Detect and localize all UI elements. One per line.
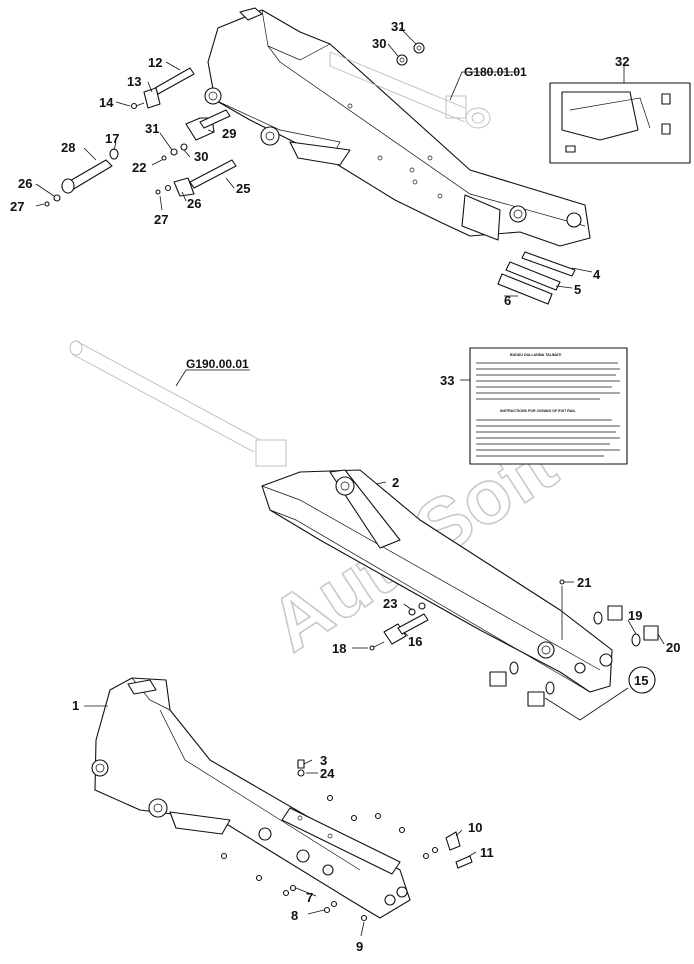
cylinder-g180-ghost bbox=[329, 51, 491, 129]
inset-detail-32 bbox=[549, 82, 691, 164]
callout-30-left: 30 bbox=[194, 149, 208, 164]
callout-12: 12 bbox=[148, 55, 162, 70]
callout-28: 28 bbox=[61, 140, 75, 155]
cylinder-g190-ghost bbox=[69, 340, 287, 467]
callout-17: 17 bbox=[105, 131, 119, 146]
callout-2: 2 bbox=[392, 475, 399, 490]
callout-10: 10 bbox=[468, 820, 482, 835]
assembly-code-g190: G190.00.01 bbox=[186, 357, 249, 371]
instruction-label-33: BUDDU DALLANMA TALIMATI INSTRUCTIONS FOR… bbox=[469, 347, 628, 465]
callout-14: 14 bbox=[99, 95, 114, 110]
callout-9: 9 bbox=[356, 939, 363, 954]
callout-31-top: 31 bbox=[391, 19, 405, 34]
top-loose-parts bbox=[44, 42, 576, 305]
middle-loose-parts bbox=[369, 579, 659, 707]
lower-boom-arm bbox=[91, 677, 411, 919]
bottom-loose-parts bbox=[220, 759, 473, 922]
callout-11: 11 bbox=[480, 845, 494, 860]
callout-30-top: 30 bbox=[372, 36, 386, 51]
callout-25: 25 bbox=[236, 181, 250, 196]
callout-24: 24 bbox=[320, 766, 335, 781]
upper-boom-arm bbox=[204, 7, 591, 247]
bottom-bolt-row bbox=[220, 794, 439, 914]
callout-balloon-15 bbox=[628, 666, 656, 694]
callout-26-mid: 26 bbox=[187, 196, 201, 211]
callout-19: 19 bbox=[628, 608, 642, 623]
assembly-code-g180: G180.01.01 bbox=[464, 65, 527, 79]
callout-8: 8 bbox=[291, 908, 298, 923]
label-heading-2: INSTRUCTIONS FOR JOINING OF EXIT RAIL bbox=[500, 409, 576, 413]
callout-6: 6 bbox=[504, 293, 511, 308]
callout-27-left: 27 bbox=[10, 199, 24, 214]
callout-3: 3 bbox=[320, 753, 327, 768]
callout-labels: 31 30 12 13 14 31 29 17 28 30 22 26 25 2… bbox=[10, 19, 680, 954]
callout-15: 15 bbox=[634, 673, 648, 688]
callout-32: 32 bbox=[615, 54, 629, 69]
callout-7: 7 bbox=[306, 890, 313, 905]
callout-31-left: 31 bbox=[145, 121, 159, 136]
callout-16: 16 bbox=[408, 634, 422, 649]
callout-21: 21 bbox=[577, 575, 591, 590]
callout-13: 13 bbox=[127, 74, 141, 89]
label-heading-1: BUDDU DALLANMA TALIMATI bbox=[510, 353, 561, 357]
leader-lines bbox=[35, 27, 665, 937]
callout-23: 23 bbox=[383, 596, 397, 611]
callout-4: 4 bbox=[593, 267, 601, 282]
callout-22: 22 bbox=[132, 160, 146, 175]
callout-33: 33 bbox=[440, 373, 454, 388]
callout-29: 29 bbox=[222, 126, 236, 141]
callout-5: 5 bbox=[574, 282, 581, 297]
middle-arm bbox=[261, 469, 613, 693]
callout-27-mid: 27 bbox=[154, 212, 168, 227]
callout-18: 18 bbox=[332, 641, 346, 656]
callout-26-left: 26 bbox=[18, 176, 32, 191]
callout-20: 20 bbox=[666, 640, 680, 655]
callout-1: 1 bbox=[72, 698, 79, 713]
